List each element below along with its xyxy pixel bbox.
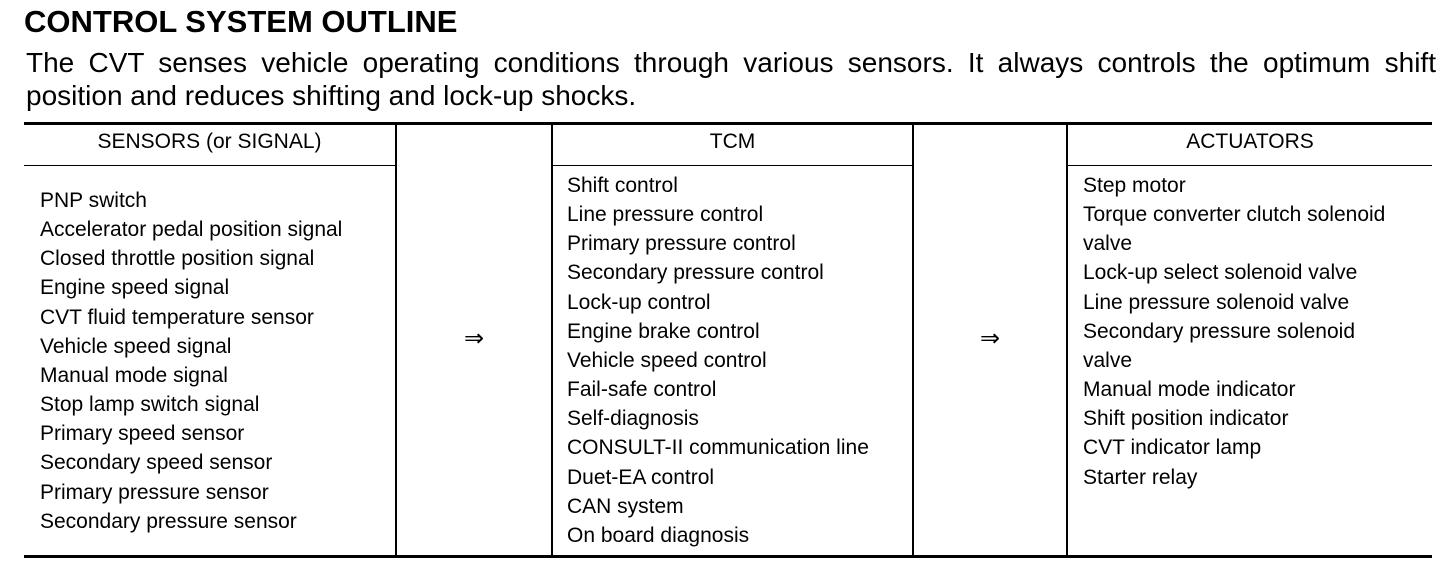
section-heading: CONTROL SYSTEM OUTLINE [24,4,458,39]
actuator-item: Starter relay [1083,465,1198,489]
tcm-function-item: Shift control [567,174,678,197]
header-divider [553,165,912,166]
tcm-function-item: Self-diagnosis [567,407,699,431]
tcm-function-item: Fail-safe control [567,378,717,402]
actuator-item: valve [1083,348,1133,372]
flow-arrow: ⇒ [979,325,1001,352]
tcm-function-item: CAN system [567,494,684,518]
actuator-item: Secondary pressure solenoid [1083,319,1355,343]
sensors-column-header: SENSORS (or SIGNAL) [97,130,322,153]
actuator-item: Line pressure solenoid valve [1083,290,1350,314]
sensor-item: Primary pressure sensor [40,480,269,504]
actuator-item: Shift position indicator [1083,407,1289,431]
column-divider [551,124,553,556]
tcm-function-item: Duet-EA control [567,465,715,489]
tcm-function-item: CONSULT-II communication line [567,436,869,460]
actuator-item: Step motor [1083,174,1186,197]
table-top-rule [24,122,1432,125]
tcm-function-item: Vehicle speed control [567,348,767,372]
sensor-item: Stop lamp switch signal [40,393,260,417]
tcm-function-item: Lock-up control [567,290,711,314]
header-divider [1068,165,1432,166]
tcm-column-header: TCM [709,130,756,153]
column-divider [912,124,914,556]
actuator-item: valve [1083,232,1133,256]
sensor-item: Vehicle speed signal [40,334,232,358]
sensor-item: Engine speed signal [40,276,230,300]
tcm-function-item: Primary pressure control [567,232,796,256]
intro-paragraph: The CVT senses vehicle operating conditi… [26,47,1436,111]
sensor-item: PNP switch [40,189,147,212]
flow-arrow: ⇒ [463,325,485,352]
sensor-item: Accelerator pedal position signal [40,218,343,242]
actuator-item: CVT indicator lamp [1083,436,1262,460]
sensor-item: Closed throttle position signal [40,247,315,271]
tcm-function-item: On board diagnosis [567,523,750,547]
actuator-item: Manual mode indicator [1083,378,1296,402]
actuator-item: Lock-up select solenoid valve [1083,261,1358,285]
actuators-column-header: ACTUATORS [1186,130,1314,153]
column-divider [1066,124,1068,556]
tcm-function-item: Line pressure control [567,203,764,227]
tcm-function-item: Secondary pressure control [567,261,824,285]
sensor-item: Primary speed sensor [40,422,245,446]
actuator-item: Torque converter clutch solenoid [1083,203,1386,227]
table-bottom-rule [24,555,1432,558]
sensor-item: CVT fluid temperature sensor [40,305,314,329]
header-divider [24,165,395,166]
sensor-item: Manual mode signal [40,363,228,387]
sensor-item: Secondary speed sensor [40,451,273,475]
tcm-function-item: Engine brake control [567,319,760,343]
sensor-item: Secondary pressure sensor [40,509,297,533]
column-divider [395,124,397,556]
